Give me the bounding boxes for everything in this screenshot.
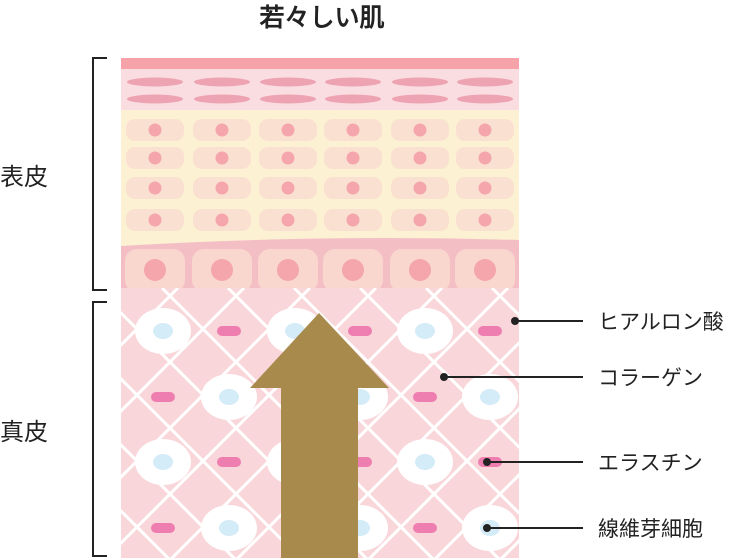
collagen-fiber bbox=[121, 442, 237, 558]
elastin-fiber bbox=[413, 523, 437, 533]
elastin-label: エラスチン bbox=[598, 451, 703, 475]
collagen-label: コラーゲン bbox=[598, 366, 703, 390]
corneum-cell bbox=[260, 77, 316, 87]
fibroblast-nucleus bbox=[153, 323, 173, 339]
stratum-corneum bbox=[121, 67, 519, 113]
corneum-cell bbox=[194, 77, 250, 87]
collagen-fiber bbox=[121, 288, 312, 480]
corneum-cell bbox=[457, 94, 513, 104]
epidermis-bracket bbox=[92, 57, 107, 291]
elastin-fiber bbox=[217, 457, 241, 467]
callout-hyaluronic-acid: ヒアルロン酸 bbox=[511, 310, 724, 334]
cell-nucleus bbox=[215, 123, 229, 137]
fibroblast-nucleus bbox=[480, 389, 500, 405]
skin-surface-line bbox=[121, 58, 519, 69]
corneum-cell bbox=[392, 94, 448, 104]
elastin-fiber bbox=[217, 326, 241, 336]
cell-nucleus bbox=[277, 259, 299, 281]
cell-nucleus bbox=[281, 151, 295, 165]
callout-elastin: エラスチン bbox=[483, 451, 703, 475]
collagen-fiber bbox=[121, 508, 171, 558]
cell-nucleus bbox=[215, 213, 229, 227]
cell-nucleus bbox=[474, 259, 496, 281]
cell-nucleus bbox=[148, 151, 162, 165]
corneum-cell bbox=[325, 94, 381, 104]
elastin-fiber bbox=[478, 326, 502, 336]
collagen-fiber bbox=[121, 288, 180, 348]
cell-nucleus bbox=[478, 151, 492, 165]
corneum-cell bbox=[127, 94, 183, 104]
fibroblast-cells bbox=[135, 308, 518, 551]
cell-nucleus bbox=[478, 123, 492, 137]
elastin-fiber bbox=[151, 523, 175, 533]
cell-nucleus bbox=[413, 213, 427, 227]
elastin-fiber bbox=[413, 392, 437, 402]
cell-nucleus bbox=[281, 181, 295, 195]
diagram-title: 若々しい肌 bbox=[258, 3, 384, 32]
epidermis-layer bbox=[121, 58, 519, 299]
cell-nucleus bbox=[413, 123, 427, 137]
cell-nucleus bbox=[478, 213, 492, 227]
cell-nucleus bbox=[281, 213, 295, 227]
corneum-cells bbox=[127, 77, 513, 104]
fibroblast-nucleus bbox=[219, 389, 239, 405]
corneum-cell bbox=[260, 94, 316, 104]
cell-nucleus bbox=[346, 123, 360, 137]
corneum-cell bbox=[457, 77, 513, 87]
collagen-fiber bbox=[121, 288, 246, 414]
cell-nucleus bbox=[346, 151, 360, 165]
callout-collagen: コラーゲン bbox=[440, 366, 703, 390]
dermis-label: 真皮 bbox=[0, 418, 48, 446]
epidermis-label: 表皮 bbox=[0, 163, 48, 191]
collagen-fiber bbox=[424, 288, 519, 384]
spinous-cells bbox=[126, 119, 514, 231]
elastin-fiber bbox=[348, 326, 372, 336]
cell-nucleus bbox=[215, 181, 229, 195]
cell-nucleus bbox=[413, 181, 427, 195]
cell-nucleus bbox=[144, 259, 166, 281]
hyaluronic-acid-label: ヒアルロン酸 bbox=[598, 310, 724, 334]
cell-nucleus bbox=[409, 259, 431, 281]
upward-arrow bbox=[250, 313, 389, 558]
cell-nucleus bbox=[346, 181, 360, 195]
corneum-cell bbox=[127, 77, 183, 87]
dermis-bracket bbox=[92, 301, 107, 557]
cell-nucleus bbox=[148, 181, 162, 195]
fibroblast-label: 線維芽細胞 bbox=[598, 517, 703, 541]
elastin-fiber bbox=[151, 392, 175, 402]
cell-nucleus bbox=[211, 259, 233, 281]
fibroblast-nucleus bbox=[415, 454, 435, 470]
cell-nucleus bbox=[342, 259, 364, 281]
cell-nucleus bbox=[148, 213, 162, 227]
cell-nucleus bbox=[215, 151, 229, 165]
fibroblast-nucleus bbox=[219, 520, 239, 536]
cell-nucleus bbox=[281, 123, 295, 137]
collagen-fiber bbox=[235, 288, 510, 558]
basal-cells bbox=[125, 249, 515, 292]
collagen-fiber bbox=[367, 406, 519, 558]
corneum-cell bbox=[325, 77, 381, 87]
corneum-cell bbox=[392, 77, 448, 87]
callout-fibroblast: 線維芽細胞 bbox=[483, 517, 703, 541]
cell-nucleus bbox=[413, 151, 427, 165]
cell-nucleus bbox=[346, 213, 360, 227]
spinous-layer bbox=[121, 110, 519, 250]
cell-nucleus bbox=[148, 123, 162, 137]
fibroblast-nucleus bbox=[153, 454, 173, 470]
corneum-cell bbox=[194, 94, 250, 104]
cell-nucleus bbox=[478, 181, 492, 195]
fibroblast-nucleus bbox=[415, 323, 435, 339]
